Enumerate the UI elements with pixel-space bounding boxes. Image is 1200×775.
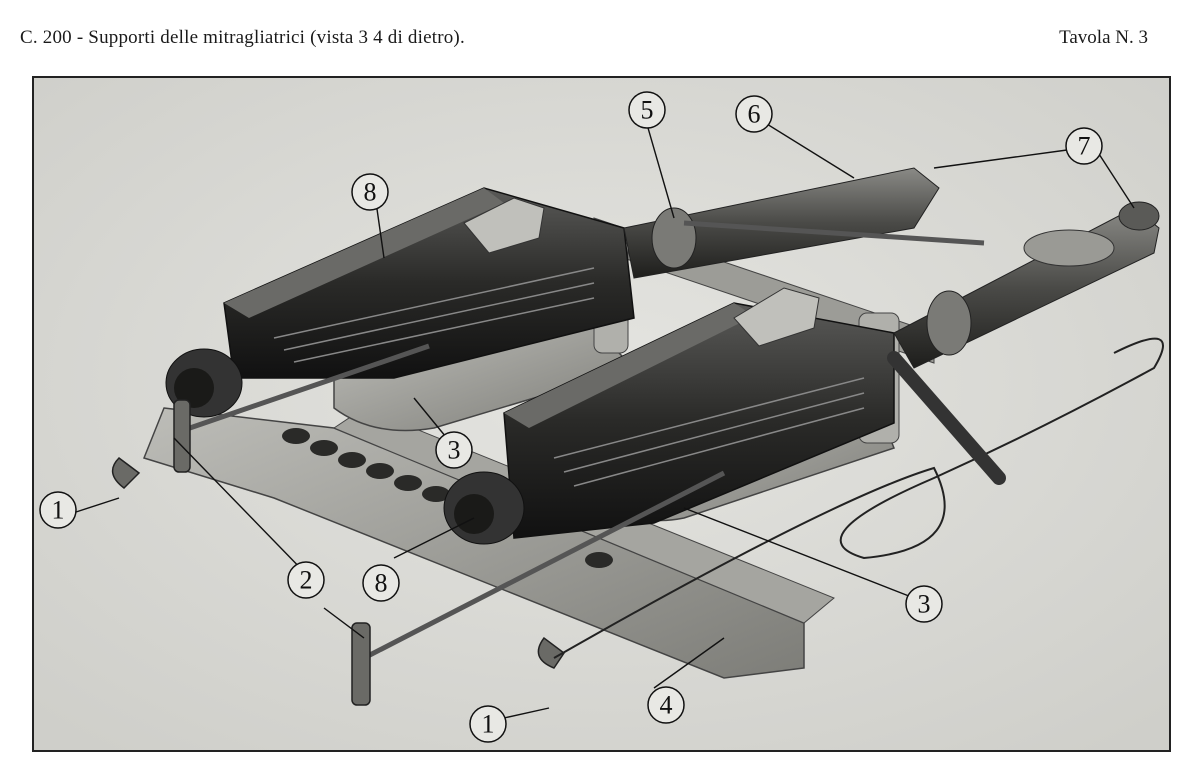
machine-gun-mount-illustration: 1 2 3 4 5 6 7 8 bbox=[34, 78, 1169, 750]
callout-5: 5 bbox=[628, 91, 666, 129]
svg-text:7: 7 bbox=[1078, 132, 1091, 161]
callout-4: 4 bbox=[647, 686, 685, 724]
leader-lines bbox=[75, 113, 1135, 719]
svg-text:1: 1 bbox=[52, 496, 65, 525]
callout-2: 2 bbox=[287, 561, 325, 599]
callout-8-bottom: 8 bbox=[362, 564, 400, 602]
callout-3-left: 3 bbox=[435, 431, 473, 469]
page-header: C. 200 - Supporti delle mitragliatrici (… bbox=[0, 0, 1200, 70]
svg-text:2: 2 bbox=[300, 566, 313, 595]
machine-gun-left bbox=[165, 187, 635, 418]
svg-text:5: 5 bbox=[641, 96, 654, 125]
firing-cable bbox=[553, 337, 1164, 659]
figure-caption: C. 200 - Supporti delle mitragliatrici (… bbox=[20, 27, 465, 48]
figure-frame: 1 2 3 4 5 6 7 8 bbox=[32, 76, 1171, 752]
callout-8-top: 8 bbox=[351, 173, 389, 211]
svg-text:4: 4 bbox=[660, 691, 673, 720]
callout-3-right: 3 bbox=[905, 585, 943, 623]
callout-6: 6 bbox=[735, 95, 773, 133]
svg-text:1: 1 bbox=[482, 710, 495, 739]
callout-1-bottom: 1 bbox=[469, 705, 507, 743]
trigger-handles bbox=[111, 399, 566, 706]
svg-text:8: 8 bbox=[364, 178, 377, 207]
callout-1-left: 1 bbox=[39, 491, 77, 529]
control-rods bbox=[183, 220, 985, 661]
svg-text:6: 6 bbox=[748, 100, 761, 129]
svg-text:8: 8 bbox=[375, 569, 388, 598]
machine-gun-right bbox=[443, 287, 895, 545]
svg-text:3: 3 bbox=[448, 436, 461, 465]
plate-number: Tavola N. 3 bbox=[1059, 27, 1148, 48]
callout-7: 7 bbox=[1065, 127, 1103, 165]
svg-text:3: 3 bbox=[918, 590, 931, 619]
